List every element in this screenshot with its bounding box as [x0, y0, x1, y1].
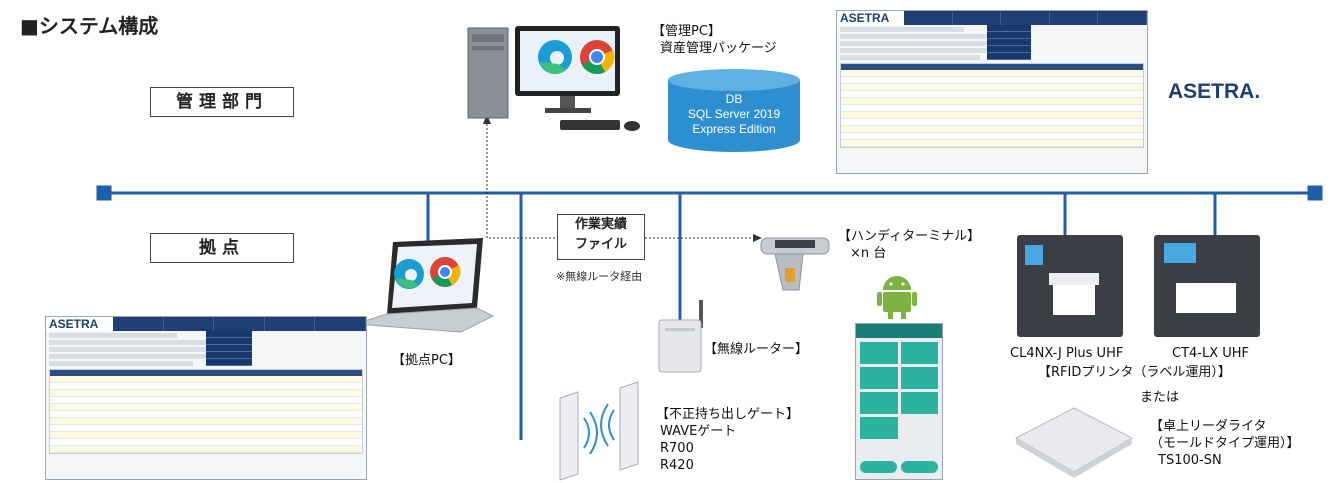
handy-label-1: 【ハンディターミナル】 — [838, 229, 981, 244]
management-pc-label-2: 資産管理パッケージ — [660, 41, 777, 56]
management-pc-label: 【管理PC】 資産管理パッケージ — [652, 23, 777, 57]
handy-label: 【ハンディターミナル】 ×n 台 — [838, 228, 980, 262]
edge-browser-icon — [538, 40, 572, 74]
work-file-label-1: 作業実績 — [574, 217, 627, 232]
handy-label-2: ×n 台 — [850, 246, 887, 261]
gate-label-1: 【不正持ち出しゲート】 — [656, 407, 800, 422]
backbone-right-node — [1307, 185, 1323, 201]
chrome-browser-icon-site — [430, 257, 461, 287]
handheld-terminal-icon — [760, 237, 830, 291]
rfid-printer-icon — [1017, 235, 1123, 337]
backbone-left-node — [96, 185, 112, 201]
section-site: 拠点 — [150, 233, 294, 263]
db-label-1: DB — [725, 92, 743, 106]
chrome-browser-icon — [580, 40, 615, 74]
db-label-3: Express Edition — [692, 122, 776, 136]
printer-caption: 【RFIDプリンタ（ラベル運用）】 — [1038, 365, 1231, 380]
gate-label: 【不正持ち出しゲート】 WAVEゲート R700 R420 — [656, 406, 799, 474]
database-icon — [668, 69, 800, 152]
section-site-label: 拠点 — [199, 238, 245, 258]
arrow-right-icon — [753, 234, 762, 242]
app-logo: ASETRA — [840, 11, 890, 25]
laptop-icon — [355, 238, 495, 333]
arrow-up-icon — [483, 114, 491, 124]
desktop-rw-label-3: TS100-SN — [1158, 453, 1222, 468]
gate-label-2: WAVEゲート — [660, 424, 737, 439]
work-file-path — [486, 120, 760, 239]
section-management: 管理部門 — [150, 87, 294, 117]
gate-antenna-icon — [559, 381, 639, 481]
db-label-2: SQL Server 2019 — [687, 107, 781, 121]
work-file-box: 作業実績 ファイル — [557, 214, 645, 260]
app-screenshot-site: ASETRA — [45, 316, 367, 480]
android-icon — [877, 276, 917, 319]
work-file-label-2: ファイル — [574, 237, 627, 252]
printer-model-1: CL4NX-J Plus UHF — [1010, 346, 1124, 361]
db-label: DB SQL Server 2019 Express Edition — [666, 92, 802, 137]
desktop-rw-label: 【卓上リーダライタ （モールドタイプ運用）】 TS100-SN — [1150, 418, 1300, 469]
brand-logo: ASETRA. — [1168, 80, 1260, 104]
desktop-rw-label-2: （モールドタイプ運用）】 — [1150, 436, 1300, 451]
brand-logo-text: ASETRA. — [1168, 80, 1261, 103]
app-logo-site: ASETRA — [49, 317, 99, 331]
desktop-reader-icon — [1014, 407, 1134, 478]
rfid-printer-icon-2 — [1154, 235, 1260, 337]
site-pc-label: 【拠点PC】 — [392, 353, 461, 368]
printer-model-2: CT4-LX UHF — [1172, 346, 1250, 361]
gate-label-3: R700 — [660, 441, 694, 456]
app-screenshot-large: ASETRA — [836, 10, 1148, 174]
management-pc-label-1: 【管理PC】 — [652, 24, 721, 39]
section-management-label: 管理部門 — [176, 92, 268, 112]
printer-or: または — [1140, 390, 1180, 405]
gate-label-4: R420 — [660, 458, 694, 473]
edge-browser-icon-site — [394, 259, 424, 289]
desktop-rw-label-1: 【卓上リーダライタ — [1150, 419, 1267, 434]
handy-app-screen — [855, 323, 943, 480]
work-file-note: ※無線ルータ経由 — [556, 270, 643, 283]
router-icon — [658, 300, 703, 373]
page-title: ■システム構成 — [20, 10, 158, 39]
page-title-text: ■システム構成 — [20, 14, 159, 38]
router-label: 【無線ルーター】 — [704, 342, 809, 357]
